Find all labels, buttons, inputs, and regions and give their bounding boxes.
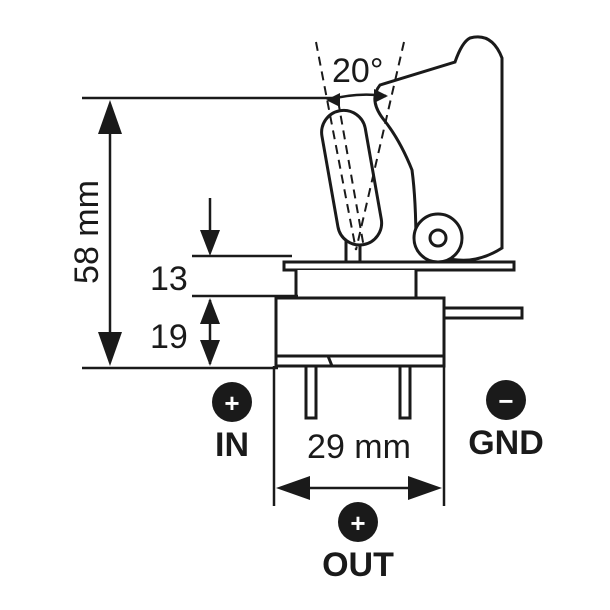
terminal-out-sign: + <box>350 508 365 538</box>
lever-centerline <box>337 100 366 249</box>
angle-label: 20° <box>332 52 383 90</box>
side-tab <box>442 306 524 320</box>
cover-pivot-inner <box>428 228 448 248</box>
pin-right <box>398 364 412 420</box>
width-dimension <box>272 366 446 506</box>
height-upper-label: 13 <box>150 260 188 298</box>
arrow-13 <box>200 230 220 256</box>
center-notch <box>326 355 335 368</box>
angle-arrow-right <box>374 89 388 103</box>
terminal-out-label: OUT <box>322 546 394 584</box>
width-label: 29 mm <box>307 428 411 466</box>
minus-icon <box>486 380 526 420</box>
terminal-out: + OUT <box>322 502 394 584</box>
arrow-58-top <box>98 100 122 134</box>
plus-icon <box>338 502 378 542</box>
mounting-plate <box>282 260 516 272</box>
terminal-gnd-label: GND <box>468 424 544 462</box>
sub-dimensions <box>192 198 298 366</box>
terminal-gnd: − GND <box>468 380 544 462</box>
height-total-label: 58 mm <box>68 180 106 284</box>
arrow-19-top <box>200 298 220 324</box>
terminal-in: + IN <box>212 382 252 464</box>
arrow-58-bottom <box>98 332 122 366</box>
arrow-29-right <box>408 476 442 500</box>
switch-base <box>274 354 446 368</box>
angle-arrow-left <box>326 93 340 107</box>
arrow-29-left <box>276 476 310 500</box>
height-lower-label: 19 <box>150 318 188 356</box>
pin-left <box>304 364 318 420</box>
safety-cover <box>373 35 504 262</box>
height-dimension <box>82 96 336 370</box>
plus-icon <box>212 382 252 422</box>
terminal-in-label: IN <box>215 426 249 464</box>
terminal-in-sign: + <box>224 388 239 418</box>
terminal-gnd-sign: − <box>498 386 513 416</box>
switch-drawing <box>274 35 524 420</box>
switch-body <box>274 296 446 358</box>
arrow-19-bottom <box>200 340 220 366</box>
